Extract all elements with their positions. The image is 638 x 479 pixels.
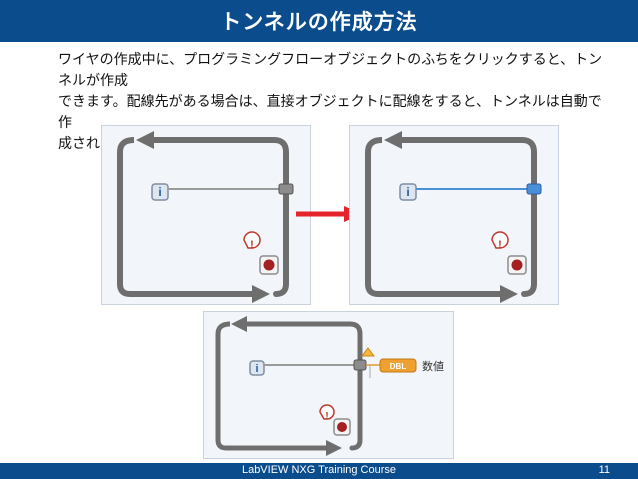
footer-bar: LabVIEW NXG Training Course 11 <box>0 463 638 479</box>
loop-diagram-result: i DBL 数値 ! <box>215 316 444 456</box>
iteration-terminal[interactable]: i <box>249 360 265 376</box>
dbl-indicator[interactable]: DBL <box>379 358 417 373</box>
loop-arrow-bottom-icon <box>326 440 342 456</box>
loop-arrow-top-icon <box>231 316 247 332</box>
loop-frame-left <box>117 137 265 297</box>
indicator-type-label: DBL <box>390 362 407 371</box>
panel-result: i DBL 数値 ! <box>203 311 454 459</box>
slide-body-text: ワイヤの作成中に、プログラミングフローオブジェクトのふちをクリックすると、トンネ… <box>58 50 606 155</box>
iteration-label: i <box>406 185 409 199</box>
iteration-terminal[interactable]: i <box>151 183 169 201</box>
indicator-warning-icon <box>361 347 375 357</box>
iteration-terminal[interactable]: i <box>399 183 417 201</box>
loop-arrow-top-icon <box>384 131 402 149</box>
panel-after: i ! <box>349 125 559 305</box>
loop-frame-right <box>395 137 537 297</box>
tunnel-handle-selected[interactable] <box>526 183 542 195</box>
svg-text:!: ! <box>250 239 254 251</box>
svg-text:!: ! <box>325 411 328 422</box>
warning-marker-icon: ! <box>491 231 509 251</box>
loop-frame-right <box>147 137 289 297</box>
stop-terminal[interactable] <box>507 255 527 275</box>
panel-before: i ! <box>101 125 311 305</box>
loop-frame-left <box>215 321 337 451</box>
loop-arrow-bottom-icon <box>500 285 518 303</box>
body-line: ワイヤの作成中に、プログラミングフローオブジェクトのふちをクリックすると、トンネ… <box>58 52 603 89</box>
page-number: 11 <box>598 464 610 476</box>
svg-text:!: ! <box>498 239 502 251</box>
stop-terminal[interactable] <box>333 418 351 436</box>
loop-diagram-after: i ! <box>365 131 542 303</box>
stop-terminal[interactable] <box>259 255 279 275</box>
warning-marker-icon: ! <box>319 404 335 422</box>
loop-arrow-bottom-icon <box>252 285 270 303</box>
tunnel[interactable] <box>353 359 367 371</box>
tunnel-handle[interactable] <box>278 183 294 195</box>
iteration-label: i <box>255 363 258 375</box>
loop-frame-right <box>241 321 363 451</box>
loop-diagram-before: i ! <box>117 131 294 303</box>
indicator-label: 数値 <box>422 360 444 373</box>
footer-course-title: LabVIEW NXG Training Course <box>241 464 397 476</box>
slide-title: トンネルの作成方法 <box>0 0 638 42</box>
warning-marker-icon: ! <box>243 231 261 251</box>
loop-arrow-top-icon <box>136 131 154 149</box>
loop-frame-left <box>365 137 513 297</box>
iteration-label: i <box>158 185 161 199</box>
body-line: できます。配線先がある場合は、直接オブジェクトに配線をすると、トンネルは自動で作 <box>58 94 602 131</box>
